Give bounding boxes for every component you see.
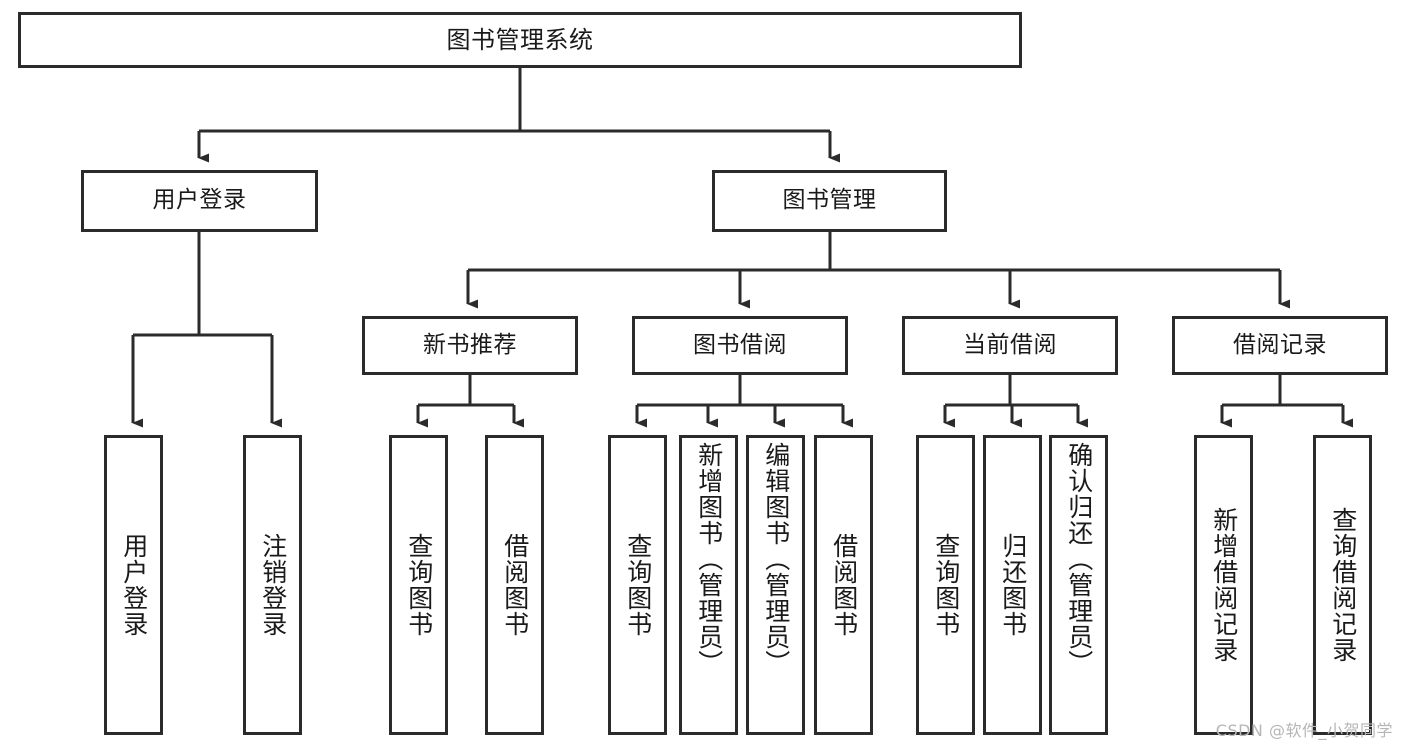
node-new-book-recommend[interactable]: 新书推荐 [362, 316, 578, 375]
leaf-borrow-book-borrow[interactable]: 借阅图书 [814, 435, 873, 735]
node-label: 当前借阅 [963, 331, 1057, 358]
node-label: 图书借阅 [693, 331, 787, 358]
node-label: 归还图书 [998, 533, 1028, 637]
leaf-add-borrow-record[interactable]: 新增借阅记录 [1194, 435, 1253, 735]
node-label: 确认归还（管理员） [1064, 442, 1094, 676]
leaf-add-book-admin[interactable]: 新增图书（管理员） [679, 435, 738, 735]
csdn-watermark: CSDN @软件_小贺同学 [1215, 721, 1393, 740]
node-root-book-management-system[interactable]: 图书管理系统 [18, 12, 1022, 68]
leaf-user-logout[interactable]: 注销登录 [243, 435, 302, 735]
node-book-borrow[interactable]: 图书借阅 [632, 316, 848, 375]
node-borrow-record[interactable]: 借阅记录 [1172, 316, 1388, 375]
node-label: 图书管理系统 [446, 25, 594, 54]
node-label: 注销登录 [258, 533, 288, 637]
node-label: 新增借阅记录 [1209, 507, 1239, 663]
leaf-query-book-current[interactable]: 查询图书 [916, 435, 975, 735]
node-label: 用户登录 [152, 187, 247, 214]
leaf-edit-book-admin[interactable]: 编辑图书（管理员） [746, 435, 805, 735]
leaf-user-login[interactable]: 用户登录 [104, 435, 163, 735]
leaf-query-borrow-record[interactable]: 查询借阅记录 [1313, 435, 1372, 735]
node-label: 查询图书 [931, 533, 961, 637]
leaf-borrow-book-recommend[interactable]: 借阅图书 [485, 435, 544, 735]
node-label: 查询图书 [404, 533, 434, 637]
node-label: 图书管理 [782, 187, 877, 214]
node-label: 借阅图书 [500, 533, 530, 637]
leaf-query-book-recommend[interactable]: 查询图书 [389, 435, 448, 735]
node-label: 借阅记录 [1233, 331, 1327, 358]
node-label: 新增图书（管理员） [694, 442, 724, 676]
node-label: 查询图书 [623, 533, 653, 637]
node-label: 查询借阅记录 [1328, 507, 1358, 663]
leaf-query-book-borrow[interactable]: 查询图书 [608, 435, 667, 735]
node-user-login[interactable]: 用户登录 [81, 170, 318, 232]
node-label: 用户登录 [119, 533, 149, 637]
node-current-borrow[interactable]: 当前借阅 [902, 316, 1118, 375]
node-label: 新书推荐 [423, 331, 517, 358]
node-label: 编辑图书（管理员） [761, 442, 791, 676]
node-label: 借阅图书 [829, 533, 859, 637]
leaf-confirm-return-admin[interactable]: 确认归还（管理员） [1049, 435, 1108, 735]
node-book-management[interactable]: 图书管理 [712, 170, 947, 232]
leaf-return-book[interactable]: 归还图书 [983, 435, 1042, 735]
